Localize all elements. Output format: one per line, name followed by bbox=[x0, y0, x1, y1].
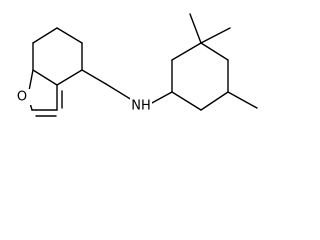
molecule-structure: O NH bbox=[16, 13, 258, 117]
bond-c3-c3a bbox=[56, 69, 83, 86]
bond-c3-c4 bbox=[200, 42, 229, 61]
oxygen-atom-label: O bbox=[17, 90, 27, 105]
bond-c3-methyl-left bbox=[189, 13, 202, 44]
bond-ringc4-c4sub bbox=[81, 69, 107, 85]
bond-nh-c1 bbox=[149, 91, 173, 105]
oxygen-label-bg bbox=[16, 89, 32, 105]
nh-atom-label: NH bbox=[131, 99, 151, 114]
nh-label-bg bbox=[130, 96, 152, 114]
bond-c5-methyl bbox=[227, 91, 258, 109]
bond-c5-c4 bbox=[56, 27, 83, 44]
bond-c5-c6 bbox=[200, 91, 229, 111]
bond-c6-c5 bbox=[32, 27, 58, 44]
bond-c2-c3 bbox=[171, 42, 202, 61]
bond-c3-methyl-right bbox=[200, 27, 231, 44]
bond-c6-c1 bbox=[171, 91, 202, 111]
bond-c3a-c7a bbox=[32, 69, 58, 86]
bond-c4-nh bbox=[105, 83, 133, 101]
